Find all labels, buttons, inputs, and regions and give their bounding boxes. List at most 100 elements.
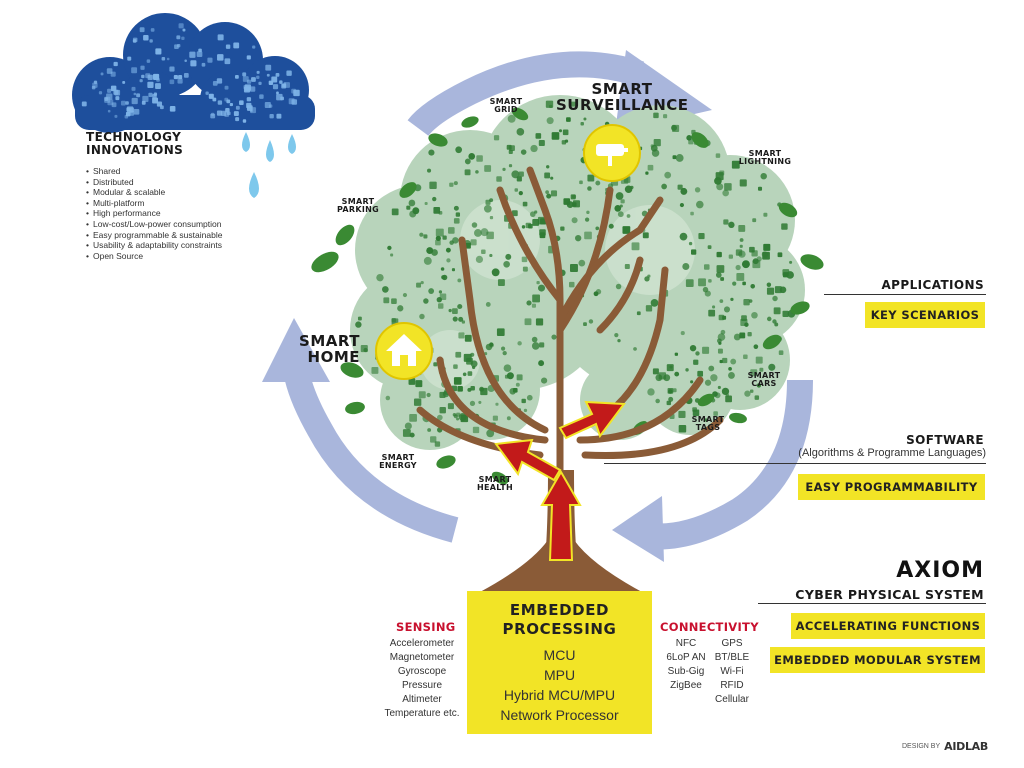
canopy-icon	[496, 176, 502, 182]
canopy-icon	[520, 149, 527, 155]
canopy-icon	[475, 255, 484, 264]
canopy-icon	[566, 201, 574, 208]
canopy-icon	[531, 336, 538, 343]
canopy-icon	[391, 298, 397, 305]
cloud-tech-icon	[133, 92, 137, 96]
canopy-icon	[446, 258, 451, 263]
cloud-tech-icon	[161, 56, 166, 61]
cloud-tech-icon	[242, 72, 247, 77]
canopy-icon	[445, 247, 451, 253]
label-line: SURVEILLANCE	[556, 95, 689, 114]
canopy-icon	[435, 228, 444, 237]
canopy-icon	[507, 114, 516, 123]
cloud-tech-icon	[279, 80, 283, 84]
cloud-tech-icon	[264, 101, 271, 109]
canopy-icon	[716, 183, 724, 191]
canopy-icon	[485, 199, 491, 205]
cloud-tech-icon	[246, 55, 251, 60]
cycle-arrows	[283, 51, 813, 550]
cloud-tech-icon	[133, 108, 140, 115]
label-smart-parking: SMART PARKING	[330, 197, 386, 215]
canopy-icon	[416, 282, 422, 288]
canopy-icon	[463, 353, 472, 362]
canopy-icon	[475, 170, 479, 174]
canopy-icon	[404, 422, 412, 430]
cloud-tech-icon	[139, 79, 143, 83]
cloud-tech-icon	[150, 28, 155, 32]
cloud-tech-icon	[152, 97, 159, 104]
canopy-icon	[587, 186, 592, 191]
embedded-title-line1: EMBEDDED	[509, 601, 610, 619]
cloud-tech-icon	[169, 79, 175, 85]
canopy-icon	[539, 232, 546, 239]
canopy-icon	[437, 414, 443, 421]
cloud-tech-icon	[107, 99, 114, 106]
cloud-tech-icon	[198, 48, 202, 53]
cloud-tech-icon	[107, 109, 111, 113]
canopy-icon	[766, 287, 775, 295]
canopy-icon	[408, 378, 416, 385]
canopy-icon	[531, 342, 540, 350]
canopy-icon	[391, 208, 399, 216]
canopy-icon	[453, 377, 462, 385]
label-smart-home: SMART HOME	[290, 333, 360, 366]
canopy-icon	[522, 266, 528, 272]
canopy-icon	[624, 185, 633, 194]
canopy-icon	[668, 396, 674, 402]
canopy-icon	[678, 410, 686, 419]
cloud-tech-icon	[246, 102, 252, 109]
cloud-tech-icon	[265, 64, 272, 71]
cloud-tech-icon	[139, 27, 145, 33]
canopy-icon	[546, 193, 552, 199]
canopy-icon	[752, 218, 757, 223]
canopy-icon	[382, 286, 389, 293]
cloud-tech-icon	[226, 99, 231, 104]
cloud-tech-icon	[249, 86, 256, 92]
cloud-tech-icon	[173, 74, 178, 80]
connectivity-col1: NFC 6LoP AN Sub-Gig ZigBee	[662, 637, 710, 693]
canopy-icon	[777, 252, 783, 258]
canopy-icon	[496, 328, 505, 337]
label-smart-health: SMART HEALTH	[470, 475, 520, 493]
canopy-icon	[698, 278, 706, 287]
canopy-icon	[515, 382, 520, 387]
canopy-icon	[755, 356, 763, 364]
list-item: MCU	[543, 647, 576, 663]
canopy-icon	[710, 374, 718, 382]
canopy-icon	[462, 372, 467, 377]
cloud-tech-icon	[141, 74, 145, 79]
canopy-icon	[593, 291, 599, 297]
cloud-tech-icon	[224, 85, 229, 90]
canopy-icon	[458, 316, 464, 322]
canopy-icon	[464, 169, 471, 176]
cloud-tech-icon	[181, 36, 185, 40]
canopy-icon	[715, 272, 722, 278]
cloud-tech-icon	[275, 72, 280, 77]
label-line: SMART	[691, 415, 725, 424]
label-smart-energy: SMART ENERGY	[372, 453, 424, 471]
cloud-tech-icon	[152, 74, 158, 79]
canopy-icon	[545, 190, 549, 194]
canopy-icon	[511, 170, 520, 179]
branches	[416, 166, 724, 564]
canopy-icon	[467, 371, 473, 376]
canopy-icon	[521, 256, 528, 263]
canopy-icon	[551, 334, 557, 340]
cloud-tech-icon	[272, 84, 279, 90]
cloud-tech-icon	[153, 92, 158, 96]
canopy-icon	[418, 391, 426, 399]
canopy-icon	[523, 408, 528, 413]
canopy-icon	[750, 369, 758, 377]
canopy-icon	[715, 153, 721, 158]
canopy-icon	[626, 214, 631, 218]
canopy-icon	[723, 306, 731, 313]
canopy-icon	[457, 386, 463, 392]
canopy-icon	[441, 274, 448, 281]
canopy-icon	[679, 232, 688, 241]
list-item: MPU	[543, 667, 576, 683]
canopy-icon	[779, 286, 787, 294]
cloud-tech-icon	[149, 39, 153, 43]
canopy-icon	[521, 225, 526, 229]
sensing-list: Accelerometer Magnetometer Gyroscope Pre…	[382, 637, 462, 721]
canopy-icon	[517, 341, 522, 346]
